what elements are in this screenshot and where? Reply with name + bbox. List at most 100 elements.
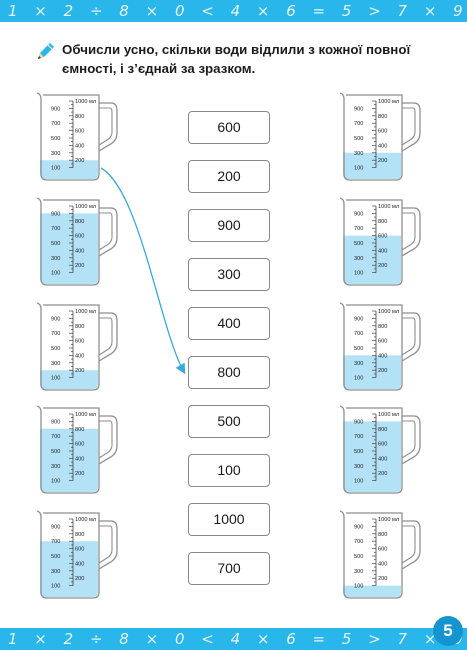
jug-scale-label: 900 (51, 316, 60, 322)
header-number-band: 1 × 2 ÷ 8 × 0 < 4 × 6 = 5 > 7 × 9 = 1 < … (0, 0, 467, 22)
jug-scale-label: 800 (378, 427, 387, 433)
jug-scale-label: 100 (51, 166, 60, 172)
jug-scale-label: 400 (378, 456, 387, 462)
jug-scale-label: 700 (354, 121, 363, 127)
jug-scale-label: 300 (51, 361, 60, 367)
jug-scale-label: 1000 мл (75, 412, 96, 418)
jug-scale-label: 800 (75, 114, 84, 120)
jug-scale-label: 200 (378, 576, 387, 582)
jug-scale-label: 100 (51, 376, 60, 382)
answer-box-400[interactable]: 400 (188, 307, 270, 340)
jug-scale-label: 300 (354, 464, 363, 470)
jug-scale-label: 800 (378, 219, 387, 225)
jug-scale-label: 400 (75, 143, 84, 149)
jug-scale-label: 600 (378, 547, 387, 553)
answer-box-600[interactable]: 600 (188, 111, 270, 144)
jug-scale-label: 400 (378, 248, 387, 254)
answer-box-1000[interactable]: 1000 (188, 503, 270, 536)
page-number: 5 (433, 616, 463, 646)
jug-scale-label: 900 (354, 419, 363, 425)
jug-scale-label: 500 (354, 449, 363, 455)
jug-scale-label: 400 (75, 561, 84, 567)
jug-scale-label: 1000 мл (75, 99, 96, 105)
jug-scale-label: 1000 мл (378, 517, 399, 523)
jug-scale-label: 700 (354, 331, 363, 337)
jug-scale-label: 1000 мл (75, 204, 96, 210)
jug-scale-label: 1000 мл (378, 204, 399, 210)
answer-box-700[interactable]: 700 (188, 552, 270, 585)
jug-scale-label: 100 (354, 584, 363, 590)
answer-box-300[interactable]: 300 (188, 258, 270, 291)
task-instruction: Обчисли усно, скільки води відлили з кож… (36, 40, 416, 78)
jug-scale-label: 1000 мл (378, 99, 399, 105)
jug-scale-label: 900 (354, 316, 363, 322)
jug-scale-label: 700 (51, 331, 60, 337)
jug-scale-label: 700 (354, 539, 363, 545)
jug-scale-label: 200 (75, 158, 84, 164)
jug-scale-label: 1000 мл (378, 412, 399, 418)
jug-scale-label: 500 (51, 346, 60, 352)
jug-scale-label: 100 (51, 584, 60, 590)
answer-box-200[interactable]: 200 (188, 160, 270, 193)
jug-scale-label: 900 (354, 106, 363, 112)
answer-box-500[interactable]: 500 (188, 405, 270, 438)
jug-scale-label: 900 (354, 211, 363, 217)
jug-scale-label: 400 (75, 248, 84, 254)
jug-scale-label: 300 (51, 464, 60, 470)
jug-scale-label: 600 (75, 547, 84, 553)
jug-scale-label: 200 (75, 368, 84, 374)
answer-box-100[interactable]: 100 (188, 454, 270, 487)
jug-scale-label: 200 (378, 158, 387, 164)
jug-scale-label: 200 (75, 471, 84, 477)
jug-scale-label: 600 (378, 339, 387, 345)
jug-scale-label: 1000 мл (75, 517, 96, 523)
jug-scale-label: 500 (354, 554, 363, 560)
jug-scale-label: 500 (51, 554, 60, 560)
jug-scale-label: 1000 мл (378, 309, 399, 315)
jug-scale-label: 400 (378, 561, 387, 567)
answer-box-800[interactable]: 800 (188, 356, 270, 389)
jug-scale-label: 300 (51, 569, 60, 575)
jug-scale-label: 300 (354, 256, 363, 262)
answer-box-900[interactable]: 900 (188, 209, 270, 242)
jug-scale-label: 500 (51, 449, 60, 455)
instruction-text: Обчисли усно, скільки води відлили з кож… (62, 42, 411, 76)
jug-scale-label: 300 (354, 361, 363, 367)
jug-scale-label: 900 (51, 106, 60, 112)
jug-scale-label: 300 (354, 151, 363, 157)
jug-scale-label: 200 (378, 263, 387, 269)
pencil-icon (38, 43, 54, 59)
jug-scale-label: 700 (354, 434, 363, 440)
jug-scale-label: 700 (354, 226, 363, 232)
jug-scale-label: 400 (75, 456, 84, 462)
jug-scale-label: 300 (354, 569, 363, 575)
jug-scale-label: 500 (354, 136, 363, 142)
jug-scale-label: 100 (354, 376, 363, 382)
jug-scale-label: 400 (378, 143, 387, 149)
jug-scale-label: 200 (378, 368, 387, 374)
jug-scale-label: 900 (51, 419, 60, 425)
jug-scale-label: 400 (75, 353, 84, 359)
jug-scale-label: 700 (51, 539, 60, 545)
jug-scale-label: 400 (378, 353, 387, 359)
jug-scale-label: 800 (378, 532, 387, 538)
jug-scale-label: 100 (354, 271, 363, 277)
jug-scale-label: 800 (75, 324, 84, 330)
